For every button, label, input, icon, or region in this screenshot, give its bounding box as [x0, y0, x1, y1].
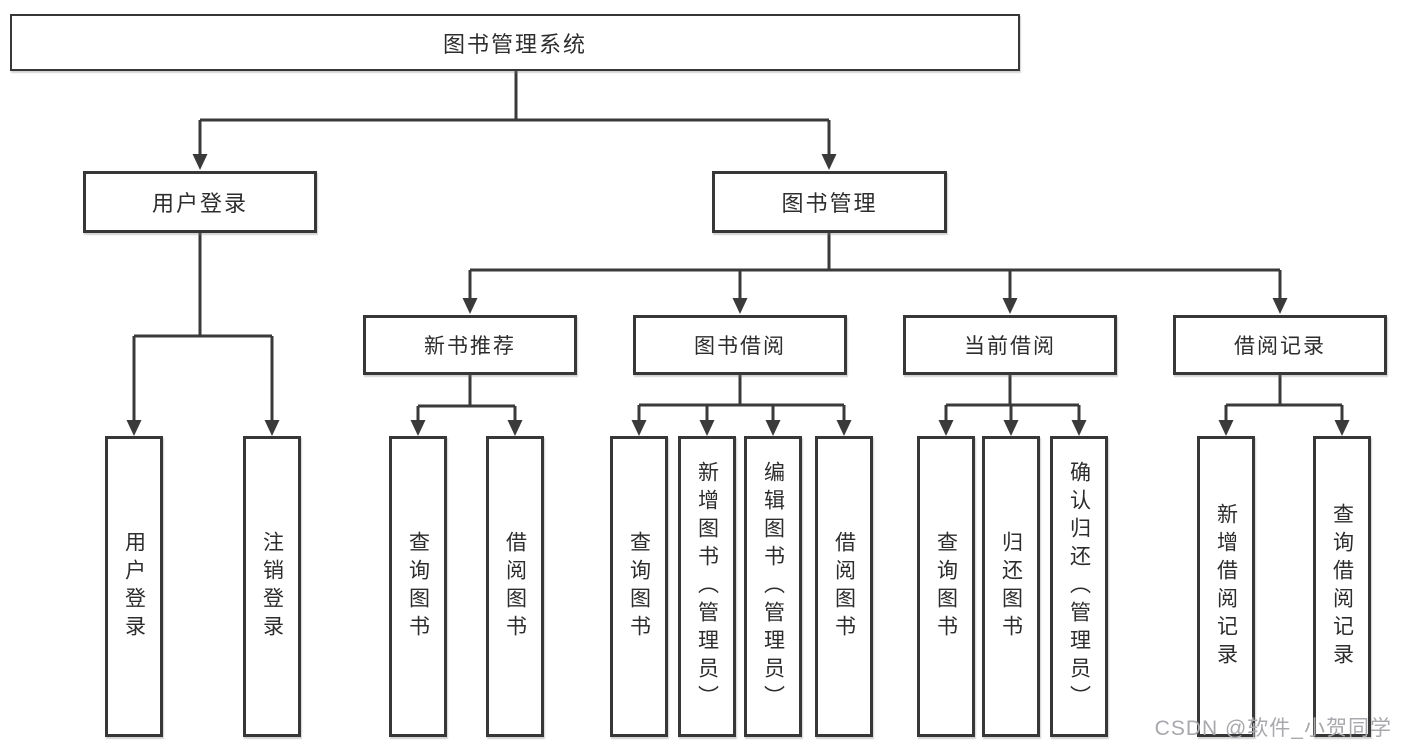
node-label: 用户登录: [151, 191, 248, 216]
node-label: 图书管理系统: [442, 31, 587, 57]
node-user-login: 用户登录: [83, 171, 317, 233]
node-label: 图书借阅: [694, 335, 786, 358]
node-label: 新书推荐: [424, 335, 516, 358]
node-book-borrowing: 图书借阅: [633, 315, 847, 375]
arrowheads: [126, 154, 1350, 436]
node-label: 借阅图书: [832, 530, 856, 643]
node-label: 注销登录: [260, 530, 284, 643]
node-label: 借阅图书: [503, 530, 527, 643]
node-label: 查询图书: [627, 530, 651, 643]
leaf-user-login: 用户登录: [105, 436, 163, 737]
node-new-book-recommendation: 新书推荐: [363, 315, 577, 375]
node-label: 查询图书: [934, 530, 958, 643]
node-label: 查询图书: [406, 530, 430, 643]
node-label: 查询借阅记录: [1330, 502, 1354, 671]
node-label: 新增图书（管理员）: [695, 460, 719, 713]
leaf-edit-books-admin: 编辑图书（管理员）: [744, 436, 802, 737]
leaf-add-books-admin: 新增图书（管理员）: [678, 436, 736, 737]
node-label: 确认归还（管理员）: [1067, 460, 1091, 713]
leaf-add-borrow-record: 新增借阅记录: [1197, 436, 1255, 737]
leaf-logout: 注销登录: [243, 436, 301, 737]
leaf-search-books-borrowing: 查询图书: [610, 436, 668, 737]
leaf-confirm-return-admin: 确认归还（管理员）: [1050, 436, 1108, 737]
node-book-management: 图书管理: [712, 171, 947, 233]
node-label: 用户登录: [122, 530, 146, 643]
leaf-return-books: 归还图书: [982, 436, 1040, 737]
node-current-borrowing: 当前借阅: [903, 315, 1117, 375]
csdn-watermark: CSDN @软件_小贺同学: [1154, 717, 1392, 740]
leaf-search-borrow-record: 查询借阅记录: [1313, 436, 1371, 737]
node-label: 借阅记录: [1234, 335, 1326, 358]
leaf-search-books-recommend: 查询图书: [389, 436, 447, 737]
node-label: 归还图书: [999, 530, 1023, 643]
node-label: 当前借阅: [964, 335, 1056, 358]
node-library-management-system: 图书管理系统: [10, 14, 1020, 71]
leaf-borrow-books-recommend: 借阅图书: [486, 436, 544, 737]
node-label: 新增借阅记录: [1214, 502, 1238, 671]
node-borrowing-records: 借阅记录: [1173, 315, 1387, 375]
leaf-search-books-current: 查询图书: [917, 436, 975, 737]
node-label: 图书管理: [781, 191, 878, 216]
leaf-borrow-books-borrowing: 借阅图书: [815, 436, 873, 737]
node-label: 编辑图书（管理员）: [761, 460, 785, 713]
